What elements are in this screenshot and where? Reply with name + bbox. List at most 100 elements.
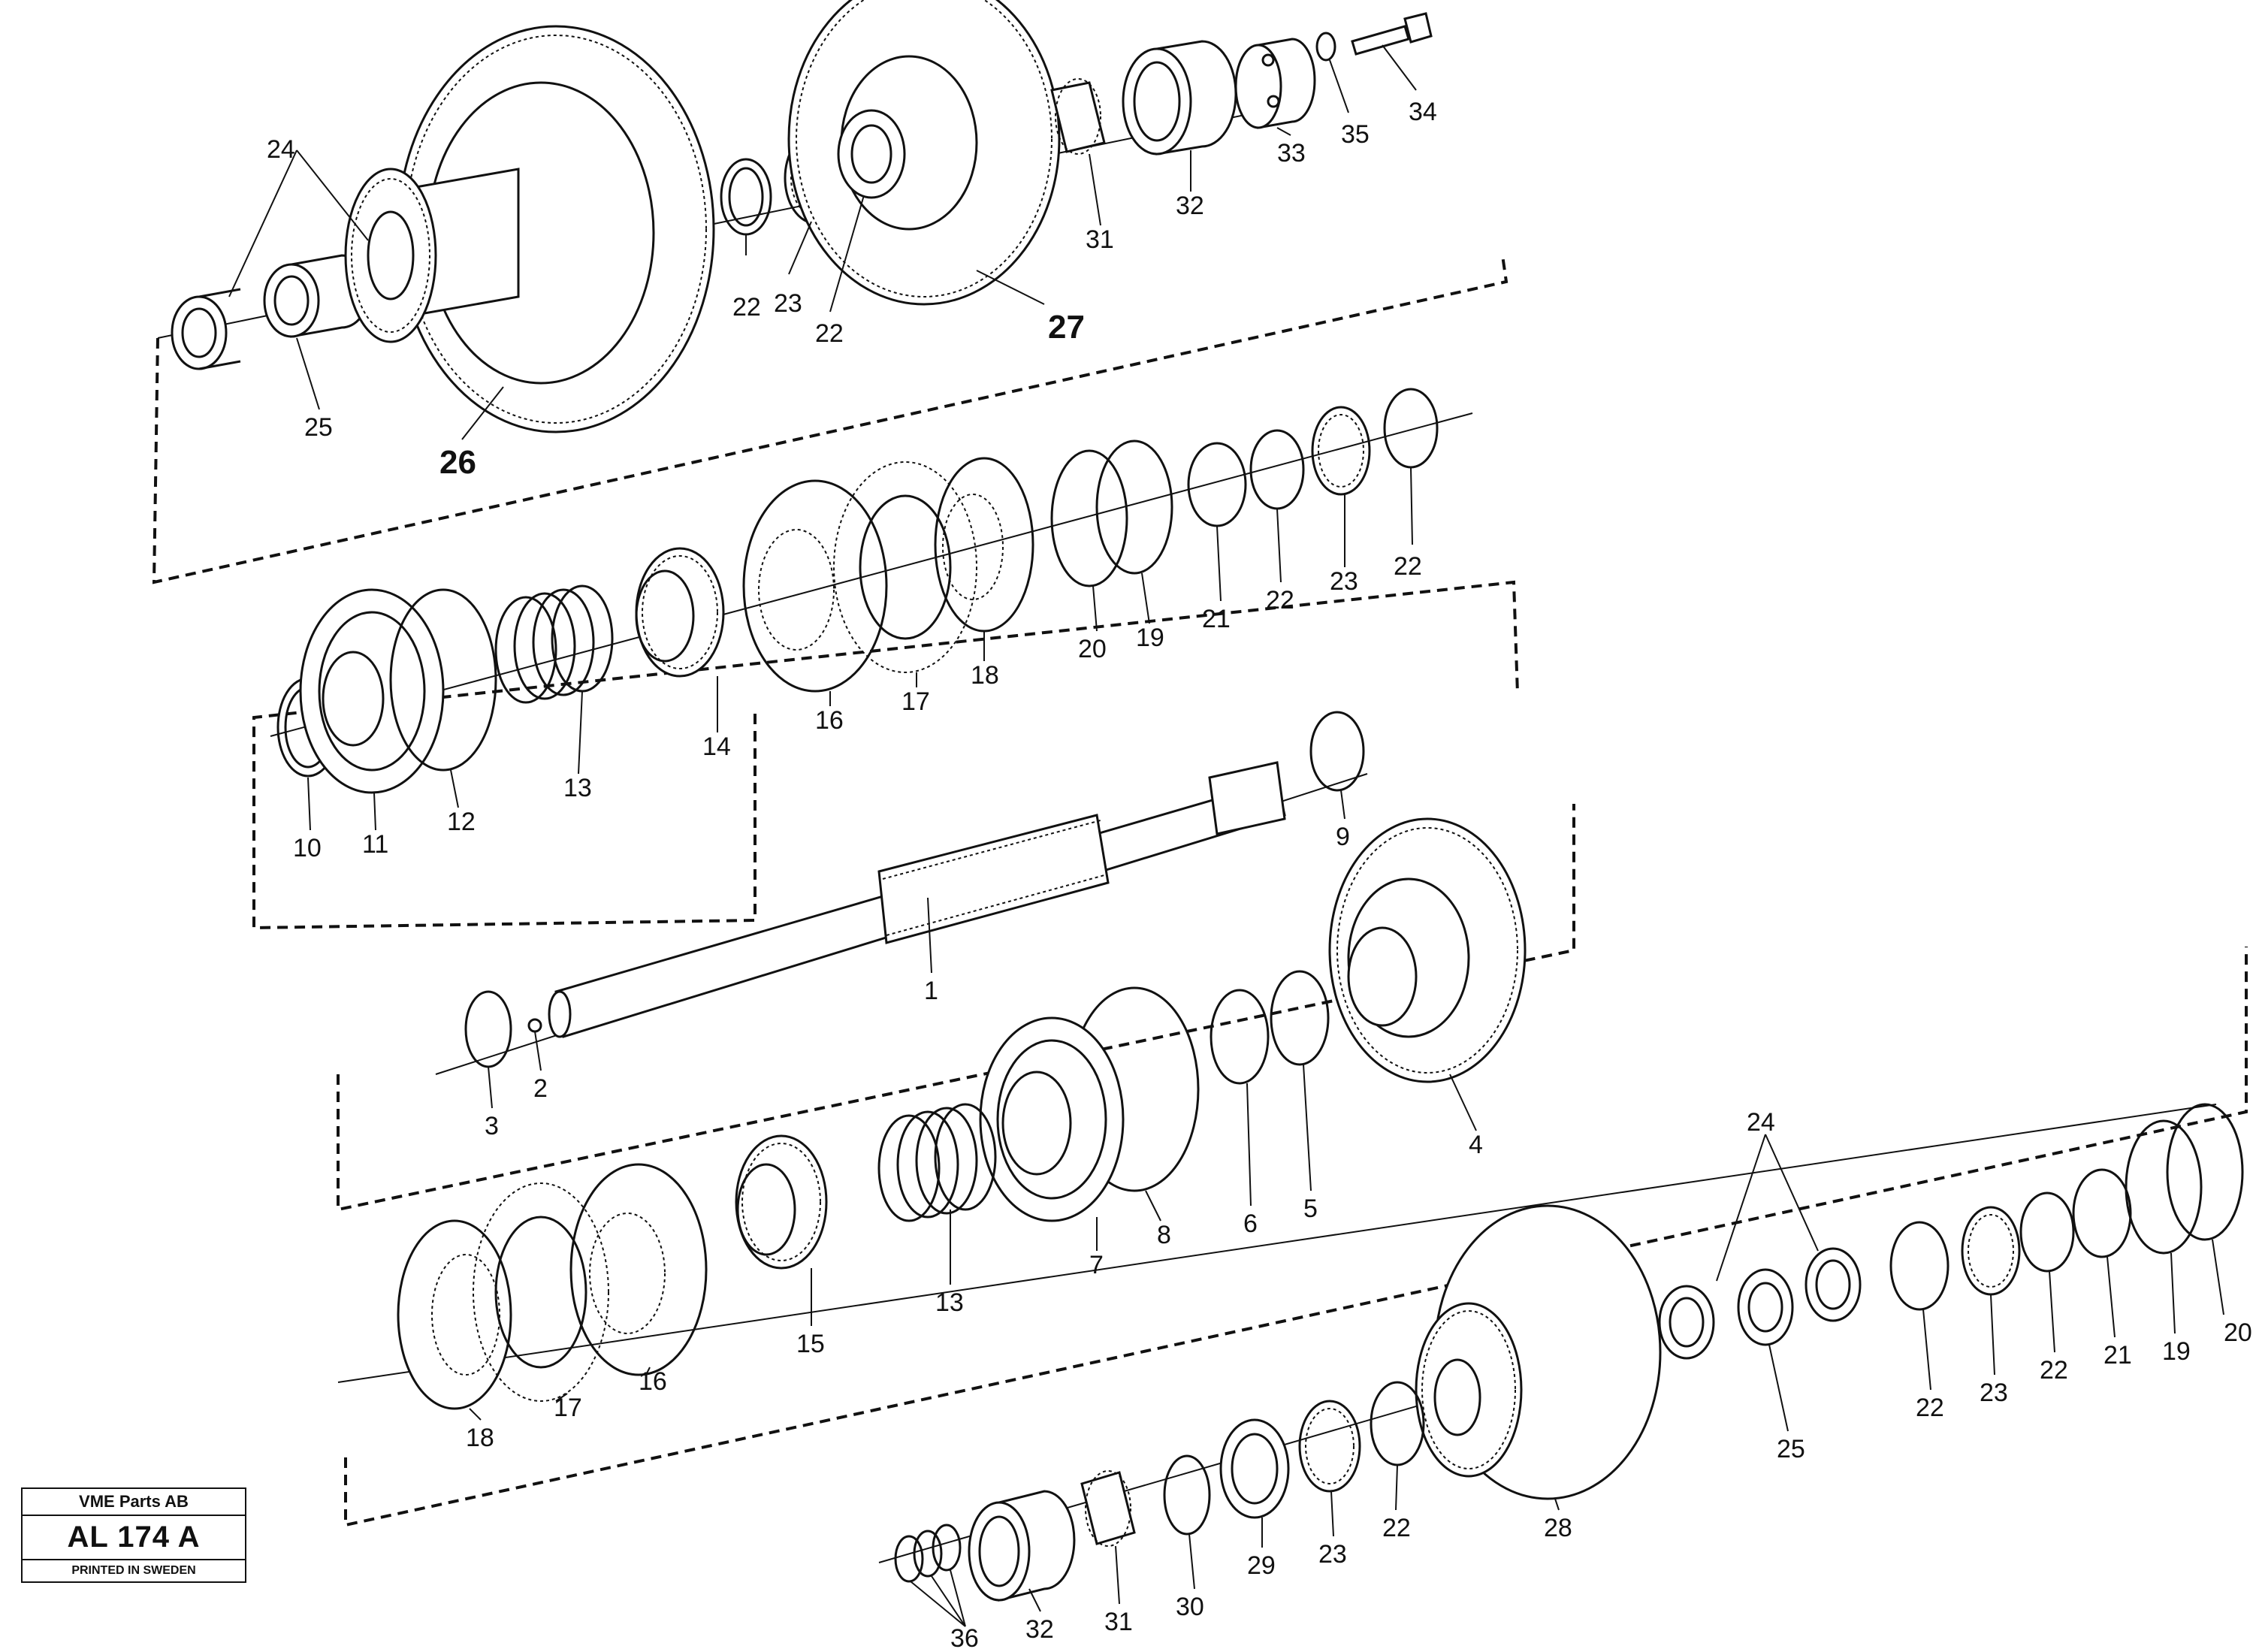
part-22-washer-top-a — [720, 158, 772, 236]
part-23-bearing-bottom-a — [1961, 1206, 2021, 1296]
callout-18-top: 18 — [971, 661, 999, 690]
part-22-washer-top-c — [1383, 388, 1439, 469]
callout-22-c: 22 — [1266, 586, 1294, 615]
part-20-ring-top — [1050, 449, 1128, 587]
part-11-piston — [299, 588, 445, 794]
part-32-cup-top — [1122, 40, 1237, 156]
callout-5: 5 — [1303, 1194, 1318, 1223]
part-5-snap-ring — [1270, 970, 1330, 1066]
callout-33: 33 — [1277, 139, 1306, 168]
part-25-sleeve-bottom — [1737, 1268, 1794, 1346]
callout-23-d: 23 — [1318, 1540, 1347, 1569]
callout-labels: 24 25 26 22 23 22 27 31 32 33 35 34 10 1… — [267, 98, 2252, 1652]
callout-12: 12 — [447, 808, 476, 836]
callout-22-b: 22 — [815, 319, 844, 348]
callout-34: 34 — [1409, 98, 1437, 126]
part-17-disc-bottom — [473, 1182, 609, 1402]
callout-25-top: 25 — [304, 413, 333, 442]
callout-2: 2 — [533, 1074, 548, 1103]
part-7-bearing — [979, 1016, 1125, 1222]
connector-frame-4 — [344, 947, 2248, 1527]
callout-4: 4 — [1469, 1131, 1483, 1159]
part-4-gear — [1328, 817, 1527, 1083]
part-27-gear — [787, 0, 1061, 306]
part-21-washer-bottom — [2072, 1168, 2132, 1258]
part-22-washer-bottom-c — [1370, 1381, 1425, 1466]
callout-21-bottom: 21 — [2103, 1341, 2132, 1370]
axis-row-4 — [337, 1104, 2217, 1383]
part-22-washer-top-b — [1249, 429, 1305, 510]
part-31-pinion-top — [1050, 78, 1106, 155]
part-30-snap-ring — [1163, 1454, 1211, 1536]
part-16-disc-top — [742, 479, 888, 693]
callout-7: 7 — [1089, 1251, 1104, 1279]
callout-32-top: 32 — [1176, 192, 1204, 220]
callout-20-top: 20 — [1078, 635, 1107, 663]
company-name: VME Parts AB — [23, 1489, 245, 1516]
callout-11: 11 — [362, 830, 388, 859]
part-34-bolt — [1351, 12, 1433, 56]
callout-36: 36 — [950, 1624, 979, 1652]
callout-26: 26 — [439, 444, 476, 481]
callout-23-b: 23 — [1330, 567, 1358, 596]
callout-13-mid: 13 — [935, 1288, 964, 1317]
part-33-cap — [1234, 38, 1316, 129]
printed-note: PRINTED IN SWEDEN — [71, 1564, 196, 1577]
part-28-drum-gear — [1415, 1204, 1662, 1500]
callout-31-top: 31 — [1086, 225, 1114, 254]
callout-14: 14 — [702, 732, 731, 761]
part-20-ring-bottom — [2166, 1103, 2244, 1241]
part-24-bearing-top — [171, 288, 241, 370]
part-14-hub — [635, 547, 725, 678]
callout-23-a: 23 — [774, 289, 802, 318]
part-3-snap-ring — [464, 990, 512, 1068]
part-2-ball — [527, 1018, 542, 1033]
callout-28: 28 — [1544, 1514, 1572, 1542]
callout-21-top: 21 — [1202, 605, 1231, 633]
callout-16-top: 16 — [815, 706, 844, 735]
callout-6: 6 — [1243, 1210, 1258, 1238]
callout-17-bottom: 17 — [554, 1394, 582, 1422]
part-16-disc-bottom — [569, 1163, 708, 1376]
part-6-washer — [1210, 989, 1270, 1085]
callout-23-c: 23 — [1980, 1379, 2008, 1407]
callout-15: 15 — [796, 1330, 825, 1358]
callout-1: 1 — [924, 977, 938, 1005]
callout-27: 27 — [1048, 309, 1085, 346]
part-19-ring-bottom — [2125, 1119, 2203, 1255]
leader-lines — [228, 44, 2224, 1627]
part-32-cup-bottom — [968, 1490, 1076, 1602]
connector-frame-1 — [152, 255, 1509, 584]
callout-32-bottom: 32 — [1025, 1615, 1054, 1644]
callout-25-bottom: 25 — [1777, 1435, 1805, 1463]
part-36-rings — [894, 1524, 962, 1583]
part-22-washer-bottom-b — [2019, 1191, 2075, 1273]
part-24-bearing-bottom-b — [1804, 1247, 1862, 1322]
callout-30: 30 — [1176, 1593, 1204, 1621]
callout-19-top: 19 — [1136, 624, 1164, 652]
callout-9: 9 — [1336, 823, 1350, 851]
part-24-bearing-bottom-a — [1658, 1285, 1715, 1360]
part-13-spring-mid — [877, 1103, 997, 1222]
part-31-pinion-bottom — [1080, 1470, 1136, 1547]
part-12-seal-ring — [389, 588, 497, 772]
callout-22-g: 22 — [1382, 1514, 1411, 1542]
part-23-bearing-top-b — [1311, 406, 1371, 496]
part-18-plate-bottom — [397, 1219, 512, 1410]
part-9-snap-ring — [1309, 711, 1365, 792]
callout-24-top: 24 — [267, 135, 295, 164]
callout-16-bottom: 16 — [639, 1367, 667, 1396]
callout-13-top: 13 — [563, 774, 592, 802]
callout-19-bottom: 19 — [2162, 1337, 2191, 1366]
part-26-large-gear — [344, 25, 715, 433]
part-15-hub — [735, 1134, 828, 1270]
callout-20-bottom: 20 — [2224, 1318, 2252, 1347]
callout-3: 3 — [485, 1112, 499, 1140]
part-22-washer-bottom-a — [1889, 1221, 1949, 1311]
part-17-disc-top — [833, 461, 977, 673]
callout-22-d: 22 — [1394, 552, 1422, 581]
callout-31-bottom: 31 — [1104, 1608, 1133, 1636]
part-23-bearing-bottom-b — [1298, 1400, 1361, 1493]
connector-frame-2 — [252, 580, 1519, 930]
